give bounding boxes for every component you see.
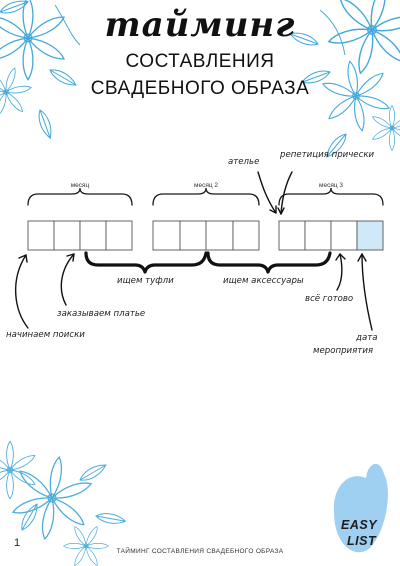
- week-box: [205, 220, 234, 251]
- flower-top-right: [287, 0, 400, 161]
- page-number: 1: [14, 537, 21, 549]
- week-box-highlight: [356, 220, 384, 251]
- hair-arrow: [280, 171, 293, 215]
- flower-top-left: [0, 0, 81, 141]
- week-box: [232, 220, 260, 251]
- week-box: [179, 220, 207, 251]
- month-1-brace: [27, 187, 133, 206]
- week-box: [278, 220, 306, 251]
- subtitle-line-1: СОСТАВЛЕНИЯ: [125, 51, 275, 72]
- note-accessories: ищем аксессуары: [223, 276, 304, 286]
- easy-list-logo-mark: [333, 463, 388, 553]
- logo-text-list: LIST: [347, 534, 377, 548]
- month-2-label: месяц 2: [194, 182, 218, 189]
- start-arrow: [15, 254, 29, 329]
- atelier-arrow: [257, 171, 277, 214]
- week-box: [304, 220, 332, 251]
- subtitle-line-2: СВАДЕБНОГО ОБРАЗА: [90, 78, 310, 99]
- month-3-brace: [278, 187, 384, 206]
- week-box: [105, 220, 133, 251]
- note-all-ready: всё готово: [305, 294, 354, 304]
- week-box: [53, 220, 81, 251]
- week-box: [330, 220, 358, 251]
- month-2-brace: [152, 187, 260, 206]
- dress-arrow: [60, 253, 75, 306]
- week-box: [152, 220, 181, 251]
- note-start: начинаем поиски: [6, 330, 85, 340]
- ready-arrow: [336, 253, 343, 291]
- shoes-brace: [84, 251, 208, 274]
- note-event-date-2: мероприятия: [313, 346, 374, 356]
- note-dress: заказываем платье: [57, 309, 146, 319]
- logo-text-easy: EASY: [341, 518, 378, 532]
- note-atelier: ателье: [228, 157, 260, 167]
- note-shoes: ищем туфли: [117, 276, 174, 286]
- week-box: [79, 220, 107, 251]
- date-arrow: [361, 253, 373, 331]
- accessories-brace: [206, 251, 332, 274]
- month-3-label: месяц 3: [319, 182, 343, 189]
- week-box: [27, 220, 55, 251]
- note-hair-rehearsal: репетиция прически: [280, 150, 375, 160]
- page-subtitle: СОСТАВЛЕНИЯ СВАДЕБНОГО ОБРАЗА: [60, 48, 340, 102]
- month-1-label: месяц: [70, 182, 90, 189]
- note-event-date-1: дата: [356, 333, 378, 343]
- script-title: тайминг: [104, 5, 296, 45]
- footer-text: ТАЙМИНГ СОСТАВЛЕНИЯ СВАДЕБНОГО ОБРАЗА: [116, 548, 284, 555]
